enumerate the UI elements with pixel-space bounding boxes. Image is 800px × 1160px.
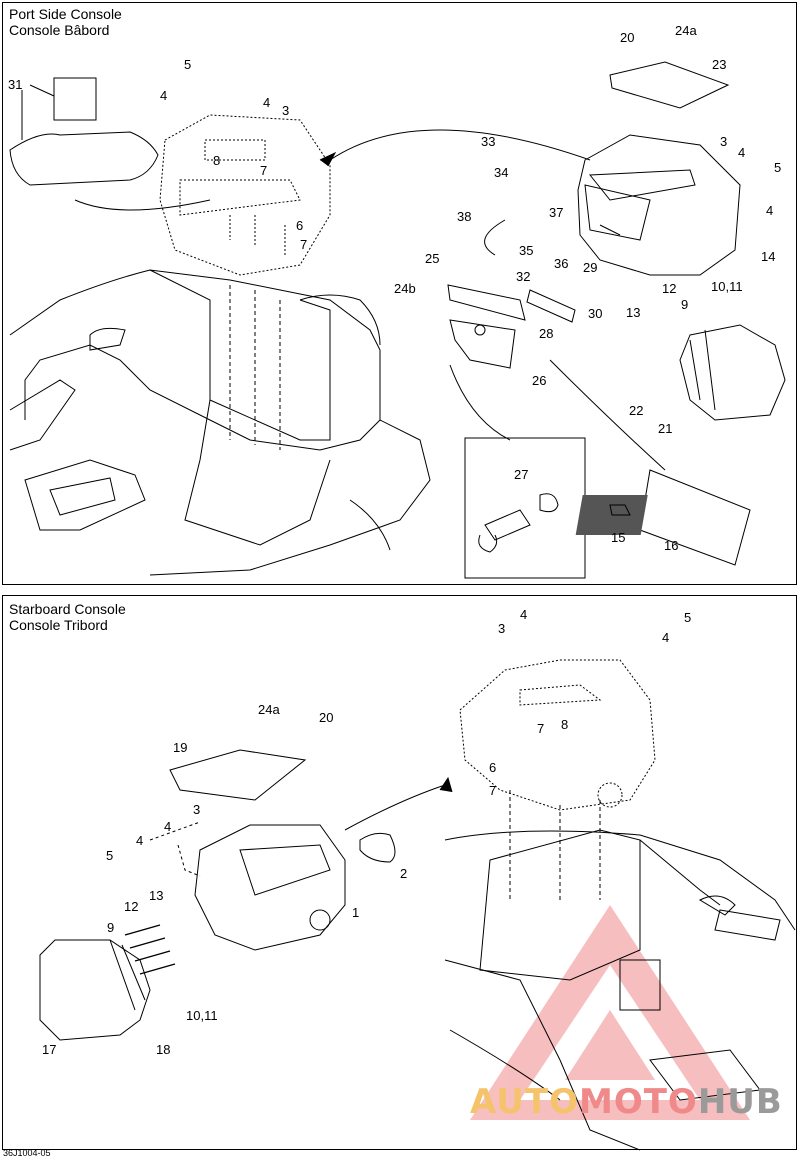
callout-4: 4 — [520, 607, 528, 622]
callout-2: 2 — [400, 866, 408, 881]
callout-27: 27 — [514, 467, 529, 482]
callout-5: 5 — [684, 610, 692, 625]
callout-3: 3 — [282, 103, 290, 118]
callout-15: 15 — [611, 530, 626, 545]
callout-30: 30 — [588, 306, 603, 321]
callout-35: 35 — [519, 243, 534, 258]
callout-12: 12 — [124, 899, 139, 914]
callout-7: 7 — [260, 163, 268, 178]
watermark-part: AUTO — [470, 1082, 579, 1122]
callout-13: 13 — [626, 305, 641, 320]
callout-14: 14 — [761, 249, 776, 264]
callout-22: 22 — [629, 403, 644, 418]
callout-6: 6 — [489, 760, 497, 775]
callout-4: 4 — [766, 203, 774, 218]
callout-4: 4 — [164, 819, 172, 834]
callout-38: 38 — [457, 209, 472, 224]
callout-31: 31 — [8, 77, 23, 92]
callout-23: 23 — [712, 57, 727, 72]
callout-7: 7 — [537, 721, 545, 736]
callout-17: 17 — [42, 1042, 57, 1057]
callout-5: 5 — [774, 160, 782, 175]
callout-37: 37 — [549, 205, 564, 220]
callout-36: 36 — [554, 256, 569, 271]
callout-4: 4 — [136, 833, 144, 848]
panel-title-fr: Console Tribord — [9, 617, 108, 633]
callout-12: 12 — [662, 281, 677, 296]
callout-3: 3 — [193, 802, 201, 817]
callout-24b: 24b — [394, 281, 416, 296]
callout-34: 34 — [494, 165, 509, 180]
callout-20: 20 — [620, 30, 635, 45]
callout-8: 8 — [213, 153, 221, 168]
watermark-text: AUTOMOTOHUB — [470, 1082, 783, 1122]
callout-26: 26 — [532, 373, 547, 388]
callout-24a: 24a — [675, 23, 697, 38]
panel-title-fr: Console Bâbord — [9, 22, 110, 38]
callout-1: 1 — [352, 905, 360, 920]
callout-10-11: 10,11 — [186, 1008, 218, 1023]
callout-3: 3 — [720, 134, 728, 149]
callout-5: 5 — [106, 848, 114, 863]
callout-20: 20 — [319, 710, 334, 725]
callout-8: 8 — [561, 717, 569, 732]
callout-25: 25 — [425, 251, 440, 266]
callout-32: 32 — [516, 269, 531, 284]
callout-18: 18 — [156, 1042, 171, 1057]
callout-4: 4 — [662, 630, 670, 645]
callout-19: 19 — [173, 740, 188, 755]
panel-title-en: Starboard Console — [9, 601, 126, 617]
callout-24a: 24a — [258, 702, 280, 717]
callout-28: 28 — [539, 326, 554, 341]
callout-9: 9 — [107, 920, 115, 935]
callout-5: 5 — [184, 57, 192, 72]
callout-4: 4 — [160, 88, 168, 103]
starboard-console-panel — [2, 595, 797, 1150]
drawing-code: 36J1004-05 — [3, 1148, 51, 1158]
callout-7: 7 — [300, 237, 308, 252]
callout-10-11: 10,11 — [711, 279, 743, 294]
callout-7: 7 — [489, 783, 497, 798]
callout-4: 4 — [738, 145, 746, 160]
callout-6: 6 — [296, 218, 304, 233]
panel-title-en: Port Side Console — [9, 6, 122, 22]
callout-33: 33 — [481, 134, 496, 149]
callout-9: 9 — [681, 297, 689, 312]
callout-21: 21 — [658, 421, 673, 436]
callout-16: 16 — [664, 538, 679, 553]
port-side-console-panel — [2, 2, 797, 585]
callout-4: 4 — [263, 95, 271, 110]
callout-3: 3 — [498, 621, 506, 636]
callout-29: 29 — [583, 260, 598, 275]
watermark-part: HUB — [697, 1082, 783, 1122]
watermark-part: MOTO — [578, 1082, 698, 1122]
callout-13: 13 — [149, 888, 164, 903]
